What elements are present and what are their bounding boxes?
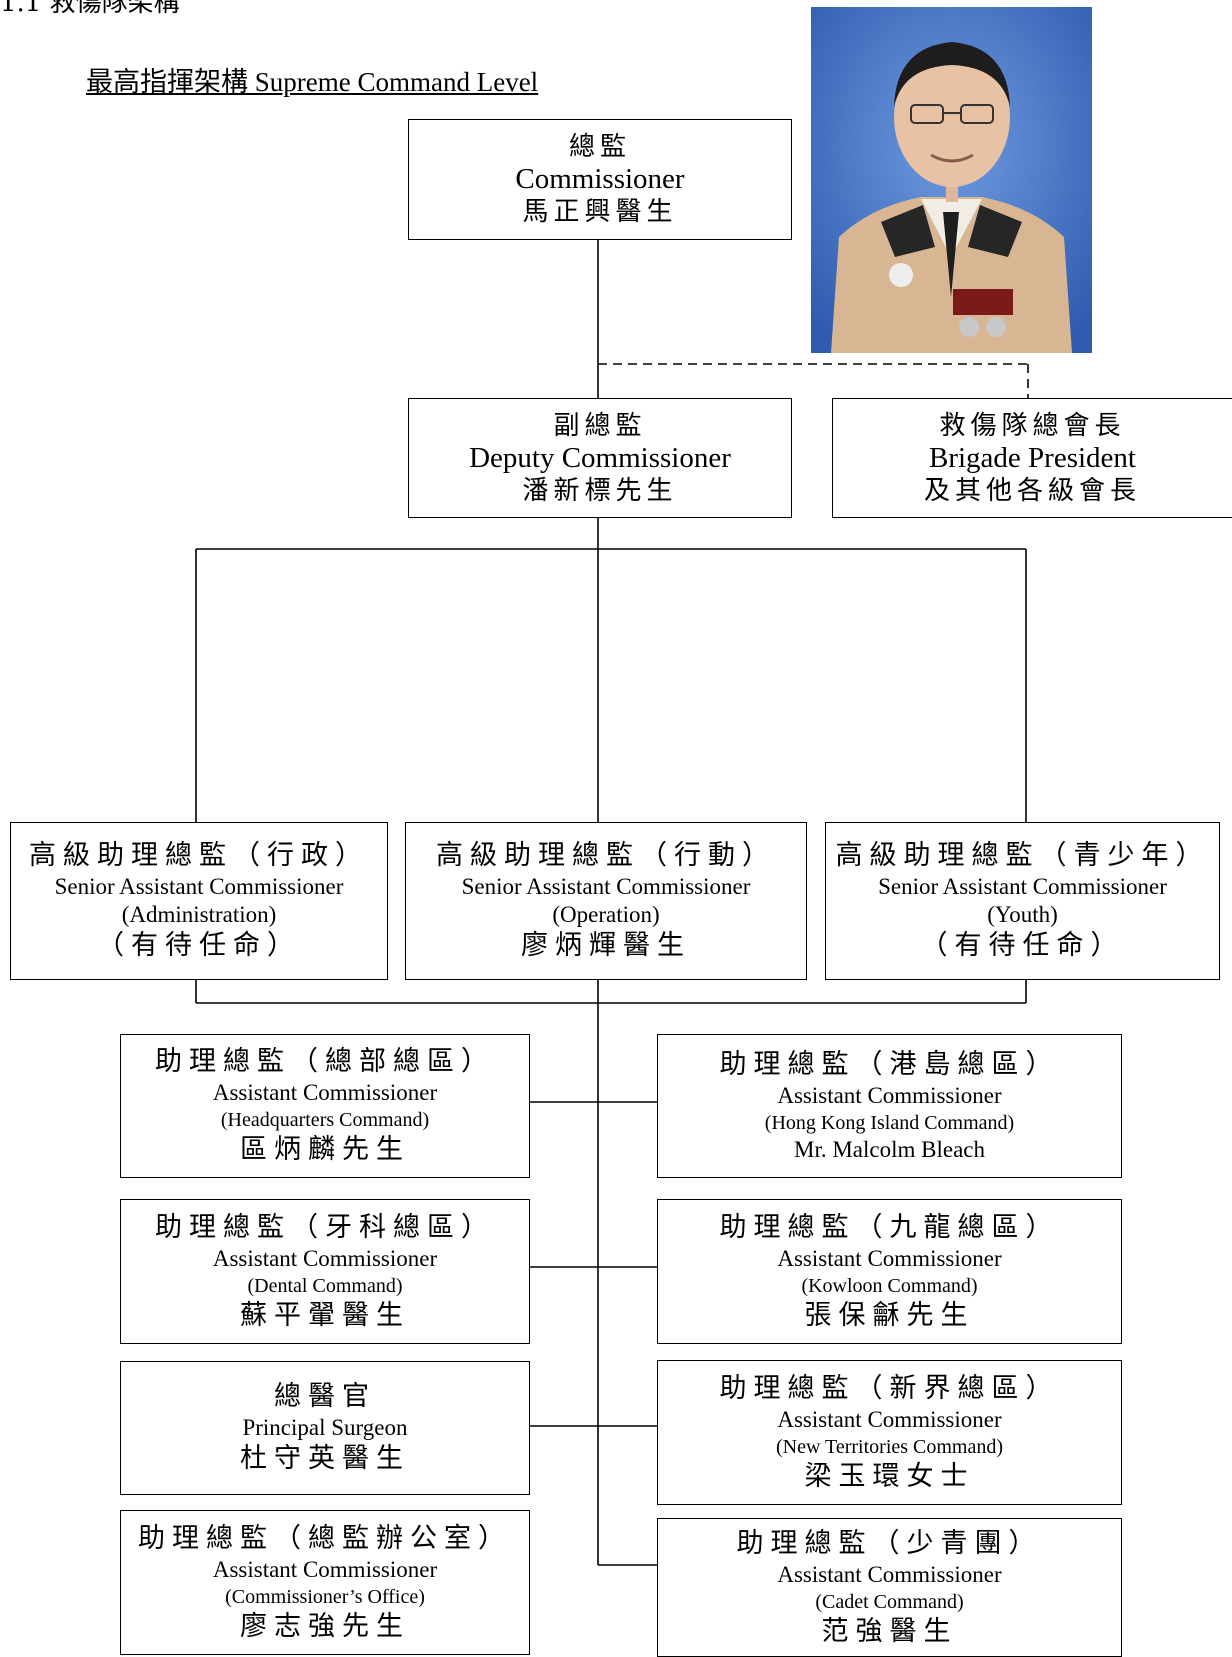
- ac-hq-name: 區炳麟先生: [240, 1134, 410, 1165]
- sac-youth-en-title: Senior Assistant Commissioner: [878, 874, 1167, 899]
- sac-youth-zh-title: 高級助理總監（青少年）: [835, 840, 1210, 871]
- deputy-en-title: Deputy Commissioner: [469, 441, 731, 474]
- ac-hq-en-sub: (Headquarters Command): [220, 1109, 430, 1131]
- commissioner-photo: [811, 7, 1092, 353]
- ac-nt-name: 梁玉環女士: [804, 1460, 975, 1492]
- ac-dental-zh-title: 助理總監（牙科總區）: [155, 1211, 495, 1243]
- ac-commissioners-office-box: 助理總監（總監辦公室） Assistant Commissioner (Comm…: [120, 1510, 530, 1655]
- principal-surgeon-en-title: Principal Surgeon: [242, 1415, 408, 1440]
- ac-office-en-title: Assistant Commissioner: [212, 1556, 438, 1582]
- ac-hki-en-sub: (Hong Kong Island Command): [764, 1112, 1015, 1134]
- ac-dental-en-title: Assistant Commissioner: [212, 1245, 438, 1271]
- president-en-title: Brigade President: [929, 441, 1136, 474]
- ac-hki-zh-title: 助理總監（港島總區）: [719, 1049, 1060, 1080]
- ac-office-zh-title: 助理總監（總監辦公室）: [138, 1522, 512, 1554]
- principal-surgeon-zh-title: 總醫官: [274, 1381, 376, 1412]
- sac-admin-name: （有待任命）: [97, 930, 301, 961]
- ac-kowloon-box: 助理總監（九龍總區） Assistant Commissioner (Kowlo…: [657, 1199, 1122, 1344]
- brigade-president-box: 救傷隊總會長 Brigade President 及其他各級會長: [832, 398, 1232, 518]
- ac-cadet-name: 范強醫生: [821, 1615, 958, 1647]
- ac-hong-kong-island-box: 助理總監（港島總區） Assistant Commissioner (Hong …: [657, 1034, 1122, 1178]
- commissioner-box: 總監 Commissioner 馬正興醫生: [408, 119, 792, 240]
- sac-operation-name: 廖炳輝醫生: [521, 930, 691, 961]
- ac-kowloon-zh-title: 助理總監（九龍總區）: [719, 1211, 1060, 1243]
- deputy-commissioner-box: 副總監 Deputy Commissioner 潘新標先生: [408, 398, 792, 518]
- president-subtitle: 及其他各級會長: [923, 475, 1141, 506]
- ac-office-name: 廖志強先生: [240, 1610, 410, 1642]
- ac-office-en-sub: (Commissioner’s Office): [225, 1585, 425, 1608]
- ac-hki-name: Mr. Malcolm Bleach: [794, 1137, 985, 1162]
- principal-surgeon-box: 總醫官 Principal Surgeon 杜守英醫生: [120, 1361, 530, 1495]
- sac-youth-en-sub: (Youth): [987, 902, 1058, 927]
- ac-nt-en-title: Assistant Commissioner: [777, 1406, 1002, 1432]
- ac-headquarters-box: 助理總監（總部總區） Assistant Commissioner (Headq…: [120, 1034, 530, 1178]
- sac-operation-en-sub: (Operation): [552, 902, 660, 927]
- ac-dental-name: 蘇平翬醫生: [240, 1299, 410, 1331]
- sac-operation-zh-title: 高級助理總監（行動）: [436, 840, 776, 871]
- ac-cadet-en-sub: (Cadet Command): [815, 1590, 964, 1613]
- ac-nt-en-sub: (New Territories Command): [775, 1435, 1004, 1458]
- ac-cadet-zh-title: 助理總監（少青團）: [736, 1527, 1043, 1559]
- deputy-name: 潘新標先生: [522, 475, 678, 506]
- sac-youth-name: （有待任命）: [920, 930, 1125, 961]
- sac-admin-en-sub: (Administration): [121, 902, 277, 927]
- ac-hq-zh-title: 助理總監（總部總區）: [155, 1046, 495, 1077]
- sac-administration-box: 高級助理總監（行政） Senior Assistant Commissioner…: [10, 822, 388, 980]
- ac-hki-en-title: Assistant Commissioner: [777, 1083, 1002, 1108]
- ac-dental-en-sub: (Dental Command): [247, 1274, 403, 1297]
- deputy-zh-title: 副總監: [553, 410, 647, 441]
- ac-cadet-en-title: Assistant Commissioner: [777, 1561, 1002, 1587]
- ac-new-territories-box: 助理總監（新界總區） Assistant Commissioner (New T…: [657, 1360, 1122, 1505]
- commissioner-zh-title: 總監: [568, 132, 631, 162]
- sac-operation-box: 高級助理總監（行動） Senior Assistant Commissioner…: [405, 822, 807, 980]
- sac-admin-en-title: Senior Assistant Commissioner: [54, 874, 344, 899]
- president-zh-title: 救傷隊總會長: [939, 410, 1126, 441]
- section-subheading: 最高指揮架構 Supreme Command Level: [86, 67, 539, 97]
- ac-kowloon-en-sub: (Kowloon Command): [801, 1274, 978, 1297]
- ac-kowloon-name: 張保龢先生: [804, 1299, 975, 1331]
- principal-surgeon-name: 杜守英醫生: [240, 1443, 410, 1474]
- ac-kowloon-en-title: Assistant Commissioner: [777, 1245, 1002, 1271]
- section-heading: 1.1 救傷隊架構: [0, 0, 180, 18]
- ac-dental-box: 助理總監（牙科總區） Assistant Commissioner (Denta…: [120, 1199, 530, 1344]
- commissioner-name: 馬正興醫生: [522, 197, 678, 227]
- ac-nt-zh-title: 助理總監（新界總區）: [719, 1372, 1060, 1404]
- commissioner-en-title: Commissioner: [515, 163, 685, 195]
- sac-admin-zh-title: 高級助理總監（行政）: [29, 840, 369, 871]
- ac-cadet-box: 助理總監（少青團） Assistant Commissioner (Cadet …: [657, 1518, 1122, 1657]
- ac-hq-en-title: Assistant Commissioner: [212, 1080, 438, 1105]
- sac-operation-en-title: Senior Assistant Commissioner: [461, 874, 751, 899]
- sac-youth-box: 高級助理總監（青少年） Senior Assistant Commissione…: [825, 822, 1220, 980]
